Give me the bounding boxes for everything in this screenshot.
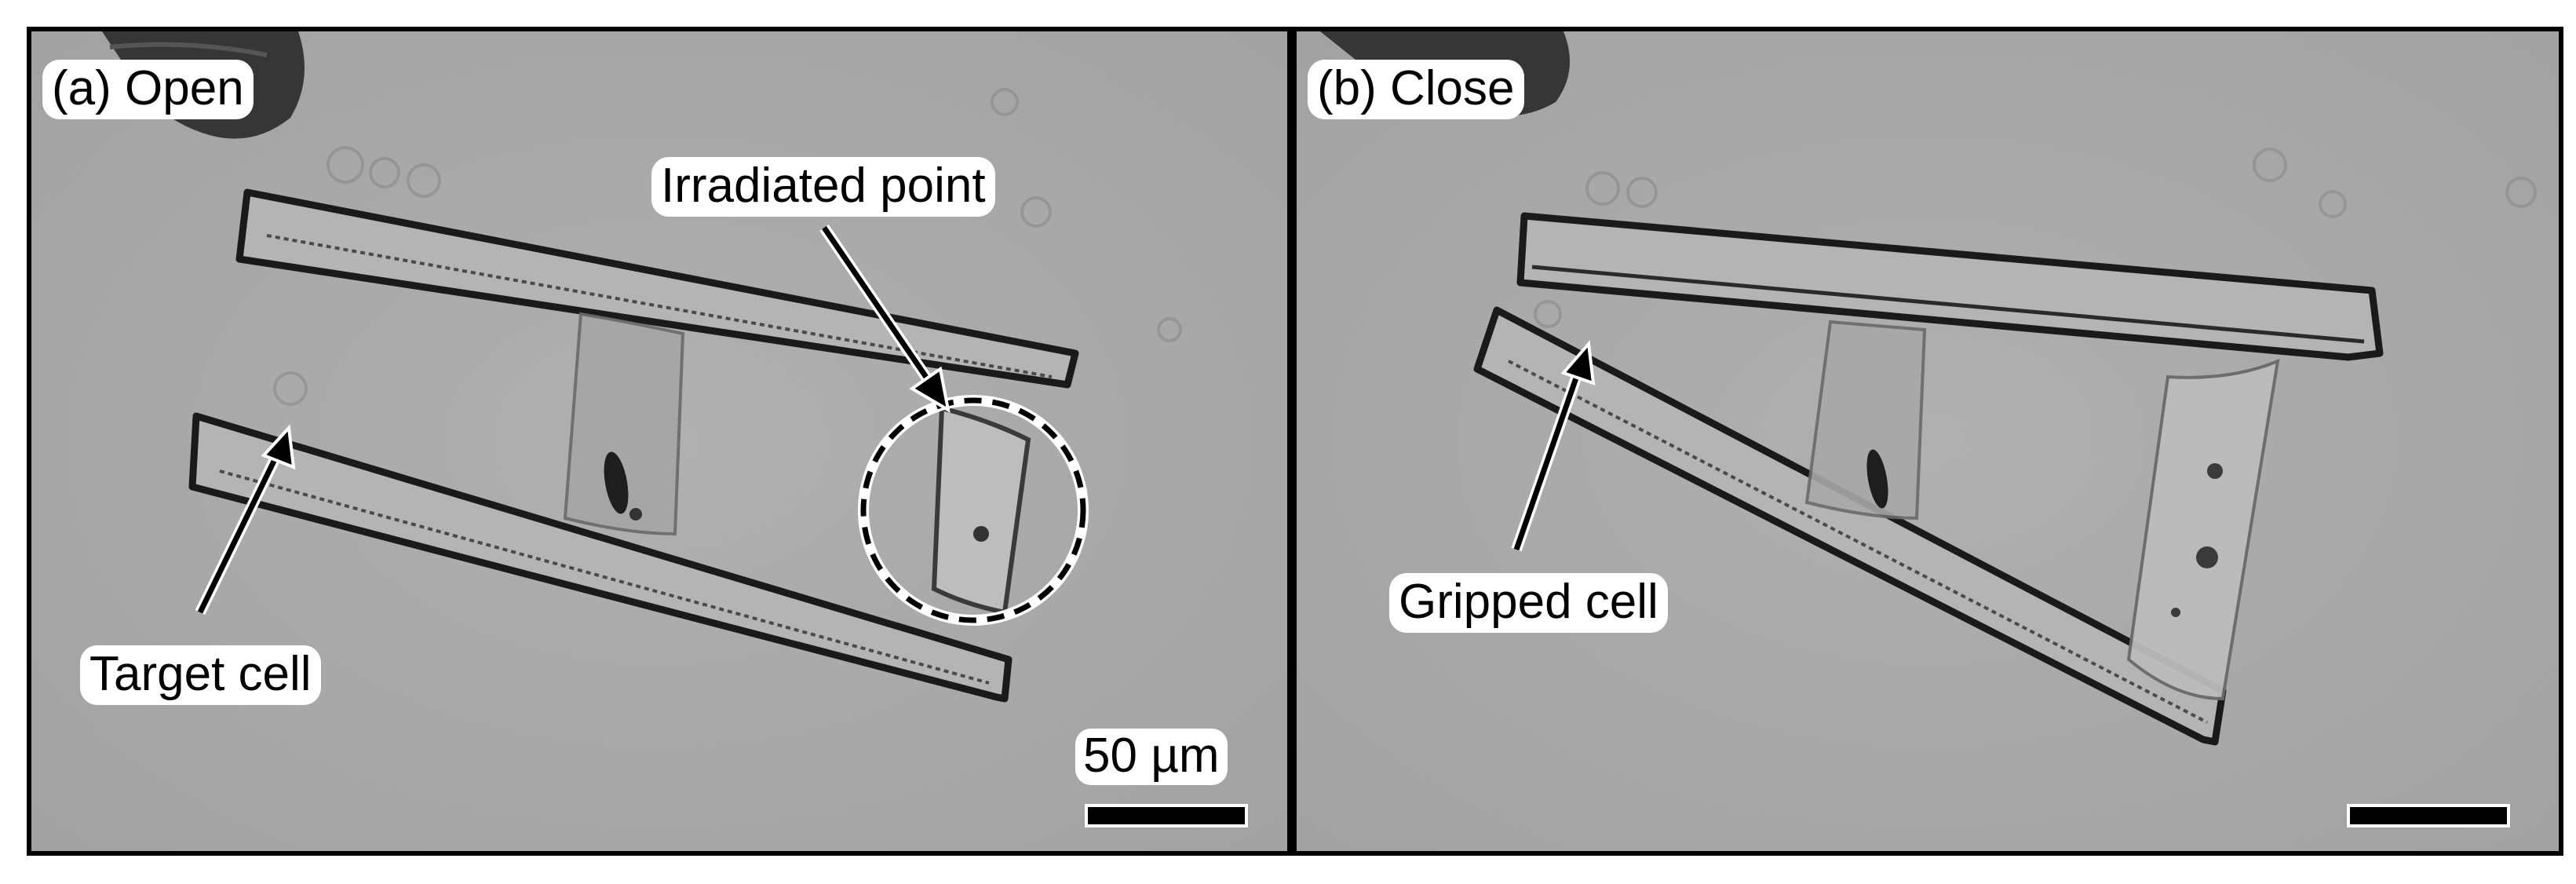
scale-bar-label: 50 µm bbox=[1075, 729, 1228, 785]
panel-title: (a) Open bbox=[42, 60, 254, 119]
panel-a-open: (a) Open Irradiated point Target cell 50… bbox=[27, 27, 1292, 856]
annotation-irradiated-point: Irradiated point bbox=[651, 157, 995, 217]
scale-bar bbox=[1085, 804, 1248, 827]
scale-bar bbox=[2347, 804, 2510, 827]
arrow-icon bbox=[819, 225, 950, 413]
micrograph-close bbox=[1297, 31, 2559, 851]
annotation-gripped-cell: Gripped cell bbox=[1389, 573, 1668, 633]
arrow-icon bbox=[1511, 340, 1596, 552]
annotation-target-cell: Target cell bbox=[80, 645, 321, 705]
arrow-icon bbox=[195, 424, 296, 616]
panel-b-close: (b) Close Gripped cell bbox=[1292, 27, 2563, 856]
panel-title: (b) Close bbox=[1308, 60, 1524, 119]
